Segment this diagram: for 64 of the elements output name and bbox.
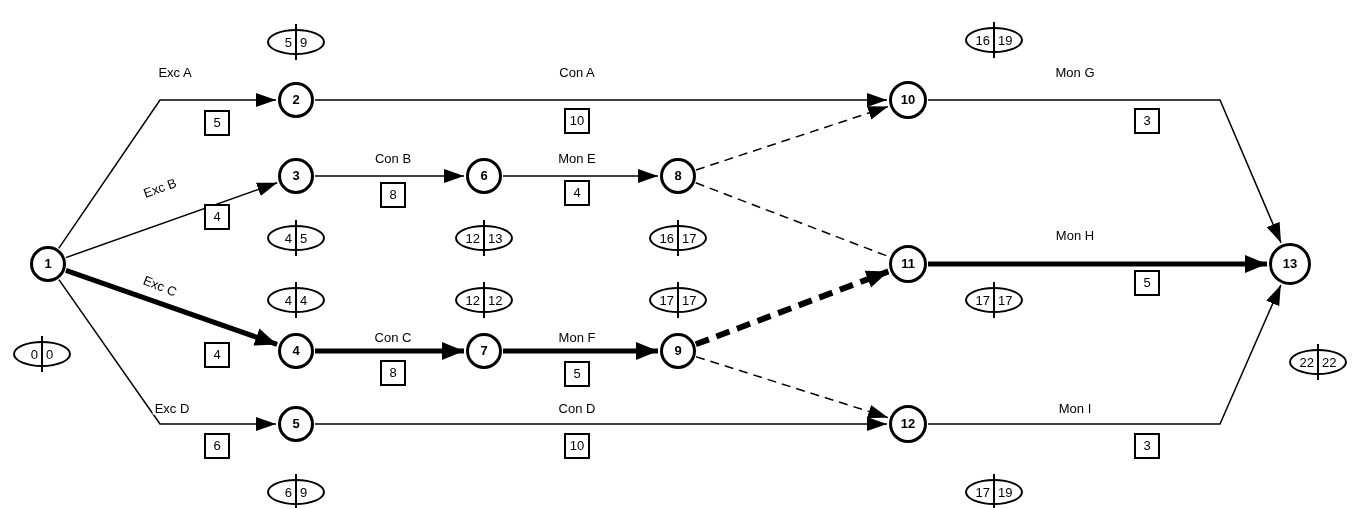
duration-box: 10 xyxy=(564,108,590,134)
arrow xyxy=(695,355,889,419)
latest-time: 0 xyxy=(45,347,55,361)
duration-box: 6 xyxy=(204,433,230,459)
earliest-time: 0 xyxy=(29,347,39,361)
latest-time: 12 xyxy=(487,293,504,307)
arrow xyxy=(695,105,889,171)
earliest-time: 17 xyxy=(974,485,991,499)
earliest-time: 12 xyxy=(464,231,481,245)
duration-box: 4 xyxy=(204,342,230,368)
latest-time: 17 xyxy=(681,293,698,307)
latest-time: 4 xyxy=(299,293,309,307)
edge-label: Con D xyxy=(556,401,598,415)
arrow xyxy=(503,342,658,360)
earliest-time: 17 xyxy=(974,293,991,307)
edge-label: Mon F xyxy=(556,330,598,344)
latest-time: 5 xyxy=(299,231,309,245)
latest-time: 17 xyxy=(681,231,698,245)
arrow xyxy=(694,268,890,348)
edge-label: Mon I xyxy=(1056,401,1094,415)
arrow xyxy=(502,169,659,183)
latest-time: 19 xyxy=(997,485,1014,499)
arrow xyxy=(927,99,1282,244)
earliest-time: 4 xyxy=(283,231,293,245)
latest-time: 19 xyxy=(997,33,1014,47)
edge-label: Mon H xyxy=(1053,228,1097,242)
arrow xyxy=(314,169,465,183)
duration-box: 4 xyxy=(204,204,230,230)
latest-time: 9 xyxy=(299,35,309,49)
duration-box: 3 xyxy=(1134,433,1160,459)
edge-label: Exc D xyxy=(152,401,192,415)
arrow xyxy=(927,284,1282,425)
earliest-time: 16 xyxy=(974,33,991,47)
edge-label: Con B xyxy=(372,151,414,165)
duration-box: 4 xyxy=(564,180,590,206)
earliest-time: 16 xyxy=(658,231,675,245)
latest-time: 9 xyxy=(299,485,309,499)
duration-box: 5 xyxy=(204,110,230,136)
arrow xyxy=(314,93,888,107)
arrow xyxy=(65,181,278,259)
edge-label: Con A xyxy=(557,65,597,79)
arrow xyxy=(315,342,464,360)
edge-label: Con C xyxy=(372,330,414,344)
duration-box: 8 xyxy=(380,182,406,208)
arrow xyxy=(65,267,278,347)
arrow xyxy=(928,255,1267,273)
earliest-time: 4 xyxy=(283,293,293,307)
duration-box: 3 xyxy=(1134,108,1160,134)
duration-box: 8 xyxy=(380,360,406,386)
duration-box: 5 xyxy=(1134,270,1160,296)
earliest-time: 12 xyxy=(464,293,481,307)
edge-label: Mon G xyxy=(1053,65,1097,79)
latest-time: 22 xyxy=(1321,355,1338,369)
earliest-time: 6 xyxy=(283,485,293,499)
earliest-time: 17 xyxy=(658,293,675,307)
duration-box: 10 xyxy=(564,433,590,459)
earliest-time: 5 xyxy=(283,35,293,49)
latest-time: 13 xyxy=(487,231,504,245)
latest-time: 17 xyxy=(997,293,1014,307)
arrow xyxy=(314,417,888,431)
edge-label: Exc A xyxy=(156,65,194,79)
duration-box: 5 xyxy=(564,361,590,387)
edge-label: Mon E xyxy=(556,151,598,165)
earliest-time: 22 xyxy=(1298,355,1315,369)
